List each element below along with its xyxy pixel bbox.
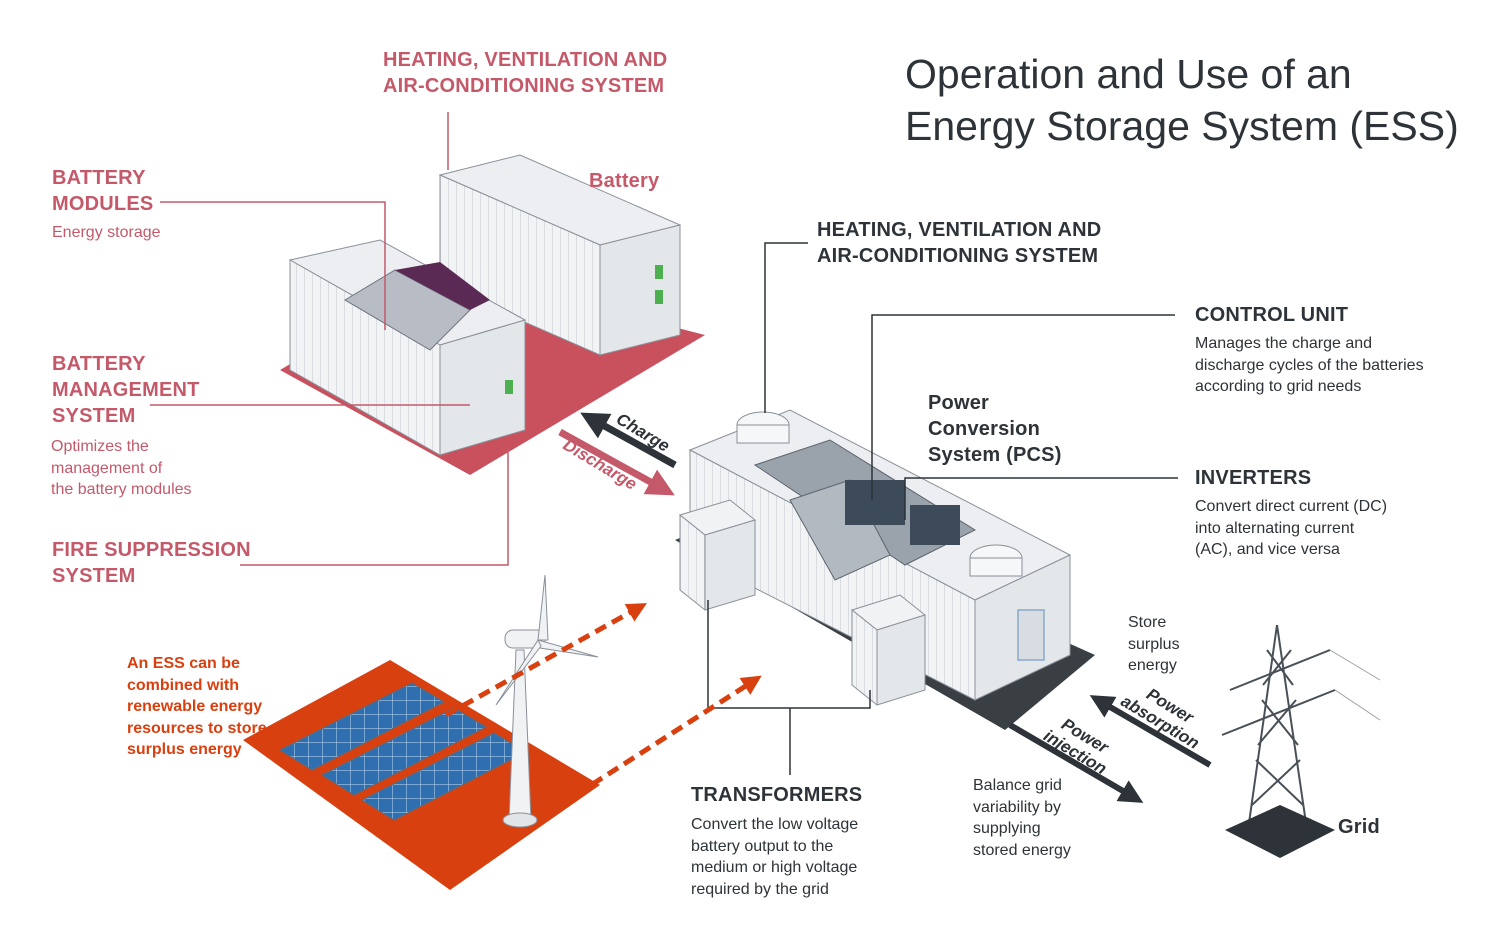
battery-modules-heading: BATTERY MODULES [52, 167, 154, 215]
inverters-description: Convert direct current (DC) into alterna… [1195, 498, 1388, 558]
control-unit-heading: CONTROL UNIT [1195, 304, 1349, 326]
battery-container-front [288, 239, 527, 456]
battery-modules-description: Energy storage [52, 224, 161, 241]
inverters-heading: INVERTERS [1195, 467, 1312, 489]
pcs-hvac-heading: HEATING, VENTILATION AND AIR-CONDITIONIN… [817, 219, 1102, 267]
battery-hvac-heading: HEATING, VENTILATION AND AIR-CONDITIONIN… [383, 49, 668, 97]
balance-grid-note: Balance grid variability by supplying st… [973, 777, 1071, 859]
discharge-arrow [558, 428, 675, 496]
bms-description: Optimizes the management of the battery … [51, 438, 192, 498]
renewable-arrow-lower [558, 675, 762, 808]
renewables-note: An ESS can be combined with renewable en… [127, 655, 267, 758]
page-title: Operation and Use of an Energy Storage S… [905, 51, 1459, 149]
transmission-tower [1221, 624, 1381, 831]
grid-label: Grid [1338, 816, 1380, 838]
pcs-container [688, 409, 1072, 701]
charge-arrow [580, 412, 677, 469]
transformer-left [678, 499, 757, 612]
fire-suppression-heading: FIRE SUPPRESSION SYSTEM [52, 539, 251, 587]
bms-heading: BATTERY MANAGEMENT SYSTEM [52, 353, 200, 427]
leader-lines [150, 112, 1178, 775]
battery-label: Battery [589, 170, 660, 192]
transformer-right [850, 594, 927, 707]
transformers-description: Convert the low voltage battery output t… [691, 816, 859, 898]
power-absorption-arrow [1089, 695, 1212, 768]
solar-array [278, 682, 528, 821]
power-injection-arrow [1008, 722, 1144, 803]
battery-container-back [438, 154, 682, 356]
store-surplus-note: Store surplus energy [1128, 614, 1180, 674]
flow-arrows [444, 412, 1212, 808]
transformers-heading: TRANSFORMERS [691, 784, 863, 806]
tower-base [1225, 805, 1335, 858]
pcs-label: Power Conversion System (PCS) [928, 392, 1062, 466]
control-unit-description: Manages the charge and discharge cycles … [1195, 335, 1424, 395]
